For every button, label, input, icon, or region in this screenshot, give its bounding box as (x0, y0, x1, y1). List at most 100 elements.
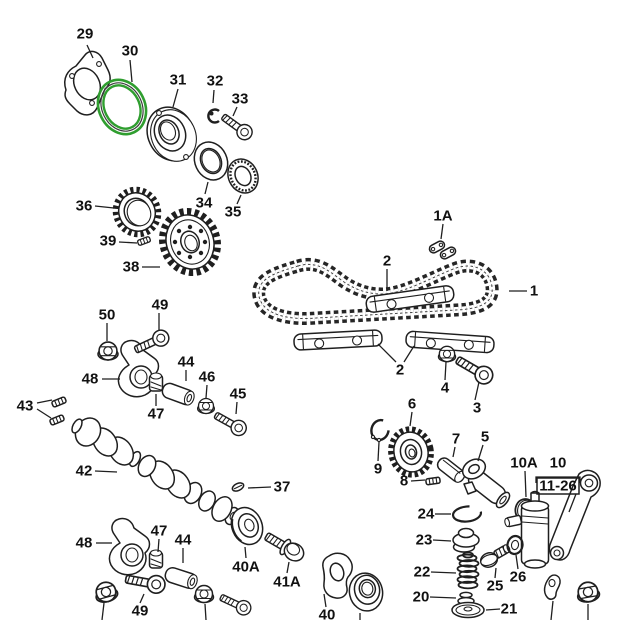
callout-41A[interactable]: 41A (273, 561, 301, 591)
callout-33[interactable]: 33 (232, 91, 249, 117)
callout-1A[interactable]: 1A (433, 208, 453, 240)
callout-leader (94, 470, 118, 473)
callout-29[interactable]: 29 (77, 26, 94, 59)
callout-46[interactable]: 46 (199, 369, 216, 399)
cluster-tensioner (370, 418, 602, 619)
callout-44-lower[interactable]: 44 (175, 532, 192, 564)
callout-11-26[interactable]: 11-26 (536, 477, 580, 513)
callout-leader (323, 593, 327, 608)
callout-2-lower[interactable]: 2 (377, 343, 415, 379)
callout-26[interactable]: 26 (510, 554, 527, 586)
callout-47-lower[interactable]: 47 (151, 523, 168, 553)
callout-label-39: 39 (100, 233, 117, 250)
callout-49-lower[interactable]: 49 (132, 593, 149, 620)
callout-49-upper[interactable]: 49 (152, 297, 169, 331)
callout-9[interactable]: 9 (374, 441, 382, 478)
callout-leader (432, 539, 452, 542)
edge-leaders (101, 600, 589, 620)
callout-box (536, 477, 580, 495)
callout-21[interactable]: 21 (485, 601, 517, 618)
callout-label-42: 42 (76, 463, 93, 480)
callout-8[interactable]: 8 (400, 473, 426, 490)
callout-48-upper[interactable]: 48 (82, 371, 120, 388)
part-nut-lower-left (92, 578, 120, 606)
callout-24[interactable]: 24 (418, 506, 451, 523)
callout-25[interactable]: 25 (487, 567, 504, 595)
part-seal-ring-34 (193, 141, 229, 181)
callout-47-upper[interactable]: 47 (148, 394, 165, 423)
part-camshaft (71, 417, 240, 526)
callout-leader (236, 194, 242, 205)
part-dowel-pins (48, 395, 68, 427)
part-piston-cap (452, 527, 480, 553)
callout-20[interactable]: 20 (413, 589, 457, 606)
part-plug-47-lower (148, 549, 164, 569)
callout-leader (36, 399, 53, 404)
callout-43[interactable]: 43 (17, 398, 53, 419)
callout-label-34: 34 (196, 195, 213, 212)
callout-39[interactable]: 39 (100, 233, 138, 250)
part-clip (207, 108, 220, 124)
callout-2-upper[interactable]: 2 (383, 253, 391, 292)
callout-4[interactable]: 4 (441, 361, 450, 397)
callout-label-47-upper: 47 (148, 406, 165, 423)
callout-50[interactable]: 50 (99, 307, 116, 342)
callout-34[interactable]: 34 (196, 181, 213, 212)
callout-label-20: 20 (413, 589, 430, 606)
callout-22[interactable]: 22 (414, 564, 457, 581)
callout-label-37: 37 (274, 479, 291, 496)
callout-3[interactable]: 3 (473, 381, 481, 417)
callout-leader (403, 345, 415, 363)
callout-leader (409, 411, 413, 427)
callout-label-44-lower: 44 (175, 532, 192, 549)
callout-label-33: 33 (232, 91, 249, 108)
part-key-39 (136, 235, 152, 247)
part-grommet (348, 572, 384, 612)
callout-32[interactable]: 32 (207, 73, 224, 104)
callout-label-40A: 40A (232, 559, 260, 576)
callout-leader (139, 593, 145, 604)
callout-1[interactable]: 1 (509, 283, 538, 300)
callout-30[interactable]: 30 (122, 43, 139, 83)
callout-48-lower[interactable]: 48 (76, 535, 112, 552)
callout-label-44-upper: 44 (178, 354, 195, 371)
callout-leader (494, 567, 497, 579)
part-woodruff-key (231, 482, 245, 492)
part-sprocket-small (388, 426, 434, 478)
callout-40[interactable]: 40 (319, 593, 336, 620)
callout-leader (212, 89, 215, 104)
cluster-flange-seals (64, 50, 259, 277)
callout-label-38: 38 (123, 259, 140, 276)
callout-leader (36, 408, 52, 419)
part-bolt-33 (217, 109, 256, 144)
part-nut-50 (97, 341, 119, 361)
callout-leader (244, 546, 247, 559)
callout-7[interactable]: 7 (452, 431, 460, 458)
callout-40A[interactable]: 40A (232, 546, 260, 576)
part-bushing-44-lower (162, 565, 200, 591)
callout-label-32: 32 (207, 73, 224, 90)
callout-leader (205, 384, 208, 399)
callout-23[interactable]: 23 (416, 532, 452, 549)
callout-44-upper[interactable]: 44 (178, 354, 195, 382)
part-oring-highlighted (96, 78, 148, 136)
part-chain-rail-left (292, 328, 384, 352)
callout-label-10A: 10A (510, 455, 538, 472)
callout-35[interactable]: 35 (225, 194, 242, 221)
callout-45[interactable]: 45 (230, 386, 247, 415)
callout-38[interactable]: 38 (123, 259, 160, 276)
callout-42[interactable]: 42 (76, 463, 118, 480)
callout-31[interactable]: 31 (170, 72, 187, 108)
callout-6[interactable]: 6 (408, 396, 416, 427)
part-retainer-disc (451, 601, 485, 619)
callout-36[interactable]: 36 (76, 198, 115, 215)
callout-37[interactable]: 37 (247, 479, 291, 496)
part-plug-bolt-25 (479, 544, 511, 568)
callout-10[interactable]: 10 (535, 455, 581, 484)
callout-5[interactable]: 5 (477, 429, 489, 462)
callout-10A[interactable]: 10A (510, 455, 538, 498)
callout-leader (94, 205, 115, 209)
